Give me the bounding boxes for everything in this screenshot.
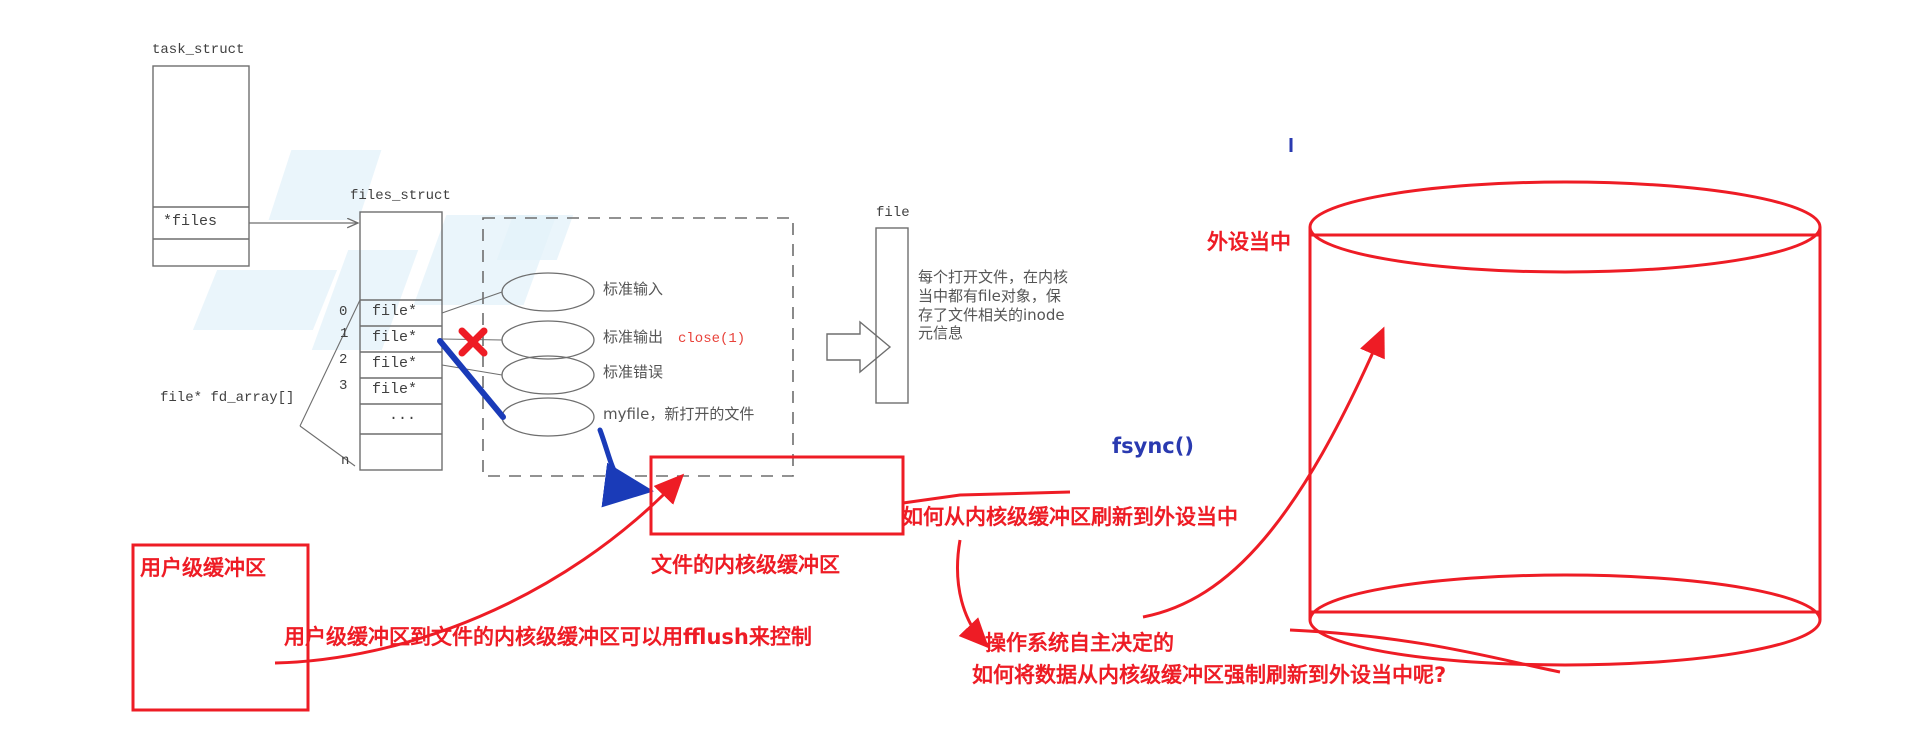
fd-index-1: 1 xyxy=(340,326,349,342)
close-x-mark xyxy=(458,327,488,357)
fflush-arrow xyxy=(274,473,685,665)
os-decides-line-2: 如何将数据从内核级缓冲区强制刷新到外设当中呢? xyxy=(972,663,1447,687)
myfile-to-kernel-buffer-arrow xyxy=(597,427,654,508)
bottom-right-curve xyxy=(1289,628,1561,674)
close-call-label: close(1) xyxy=(678,331,746,347)
fd-cell-0: file* xyxy=(372,303,418,320)
kernel-buffer-box-label: 文件的内核级缓冲区 xyxy=(651,553,840,577)
fd-target-ellipses xyxy=(501,272,595,437)
fd-target-label-stdout: 标准输出 xyxy=(603,328,664,346)
task-struct-files-field: *files xyxy=(163,213,218,230)
fflush-caption: 用户级缓冲区到文件的内核级缓冲区可以用fflush来控制 xyxy=(284,625,812,649)
file-object-box xyxy=(875,227,909,404)
file-object-description: 每个打开文件，在内核 当中都有file对象，保 存了文件相关的inode 元信息 xyxy=(918,268,1069,343)
device-cylinder xyxy=(1308,180,1822,667)
fd3-myfile-blue-line xyxy=(437,338,506,420)
fsync-label: fsync() xyxy=(1112,434,1194,458)
fd-array-caption: file* fd_array[] xyxy=(160,390,295,406)
kernel-to-caption-line xyxy=(902,490,1071,505)
device-label: 外设当中 xyxy=(1207,230,1291,254)
file-object-label: file xyxy=(876,205,910,221)
block-arrow-icon xyxy=(826,320,892,374)
fsync-arrow xyxy=(1142,326,1385,619)
user-buffer-box xyxy=(131,543,310,712)
fd-connector-lines xyxy=(441,291,503,376)
fd-cell-1: file* xyxy=(372,329,418,346)
task-struct-box xyxy=(152,65,250,267)
fd-index-n: n xyxy=(341,453,350,469)
user-buffer-box-label: 用户级缓冲区 xyxy=(140,556,266,580)
os-decides-arrow xyxy=(956,539,990,649)
os-decides-line-1: 操作系统自主决定的 xyxy=(985,631,1174,655)
fd-index-3: 3 xyxy=(339,378,348,394)
fd-target-label-myfile: myfile，新打开的文件 xyxy=(603,405,755,423)
fd-array-bracket xyxy=(299,299,361,467)
kernel-to-device-caption: 如何从内核级缓冲区刷新到外设当中 xyxy=(902,505,1238,529)
files-struct-label: files_struct xyxy=(350,188,451,204)
fd-target-label-stdin: 标准输入 xyxy=(603,280,664,298)
task-struct-label: task_struct xyxy=(152,42,245,58)
fd-target-label-stderr: 标准错误 xyxy=(603,363,664,381)
fd-index-0: 0 xyxy=(339,304,348,320)
kernel-buffer-box xyxy=(649,455,905,536)
files-struct-box xyxy=(359,211,443,471)
fd-cell-2: file* xyxy=(372,355,418,372)
fd-cell-ellipsis: ... xyxy=(389,407,417,424)
dashed-region-box xyxy=(482,217,794,477)
fd-cell-3: file* xyxy=(372,381,418,398)
fd-index-2: 2 xyxy=(339,352,348,368)
